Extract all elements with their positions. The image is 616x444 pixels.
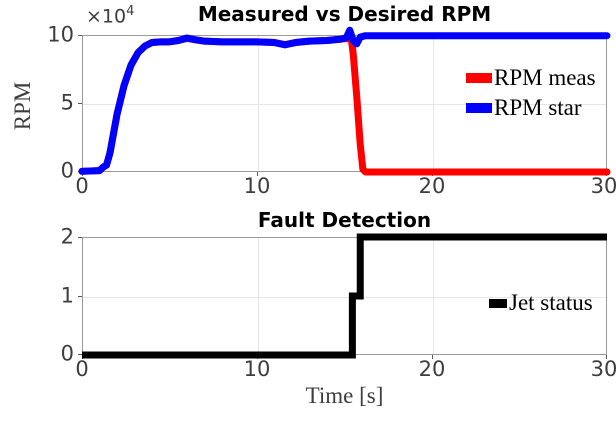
x-axis-label-time: Time [s] <box>305 383 384 408</box>
series-rpm-star <box>78 26 611 175</box>
legend-fault: Jet status <box>489 288 593 318</box>
fault-detection-title: Fault Detection <box>257 208 432 232</box>
legend-label-jet-status: Jet status <box>509 290 593 315</box>
ytick-0-fault <box>78 354 82 355</box>
ytick-2-fault <box>78 237 82 238</box>
legend-label-rpm-meas: RPM meas <box>494 65 596 90</box>
gridline-x-20-fault <box>433 238 434 354</box>
gridline-x-10-fault <box>258 238 259 354</box>
ytick-label-5: 5 <box>60 90 74 115</box>
xtick-20-fault <box>432 355 433 359</box>
ytick-1-fault <box>78 296 82 297</box>
ytick-5 <box>78 103 82 104</box>
xtick-label-10: 10 <box>243 174 271 198</box>
xtick-label-0-fault: 0 <box>75 357 89 381</box>
y-axis-exponent-power: 4 <box>126 4 135 19</box>
xtick-label-20: 20 <box>418 174 446 198</box>
gridline-y-1 <box>83 297 606 298</box>
legend-item-rpm-star[interactable]: RPM star <box>466 93 596 123</box>
legend-rpm: RPM meas RPM star <box>466 63 596 123</box>
plot-area-fault <box>82 237 607 355</box>
xtick-10 <box>257 172 258 176</box>
ytick-label-1-fault: 1 <box>60 283 74 308</box>
ytick-label-10: 10 <box>47 22 74 47</box>
legend-item-rpm-meas[interactable]: RPM meas <box>466 63 596 93</box>
xtick-label-10-fault: 10 <box>243 357 271 381</box>
xtick-label-30: 30 <box>590 174 616 198</box>
gridline-x-20 <box>433 36 434 171</box>
gridline-x-10 <box>258 36 259 171</box>
xtick-30-fault <box>606 355 607 359</box>
legend-swatch-rpm-star <box>466 103 492 113</box>
legend-label-rpm-star: RPM star <box>494 95 582 120</box>
xtick-label-20-fault: 20 <box>418 357 446 381</box>
ytick-10 <box>78 35 82 36</box>
series-jet-status <box>82 233 607 359</box>
ytick-label-0-fault: 0 <box>60 341 74 366</box>
y-axis-exponent-label: ×104 <box>86 4 135 28</box>
page-title: Measured vs Desired RPM <box>197 2 492 26</box>
ytick-label-0: 0 <box>60 158 74 183</box>
xtick-label-30-fault: 30 <box>590 357 616 381</box>
legend-swatch-rpm-meas <box>466 73 492 83</box>
xtick-label-0: 0 <box>75 174 89 198</box>
legend-item-jet-status[interactable]: Jet status <box>489 288 593 318</box>
ytick-label-2-fault: 2 <box>60 224 74 249</box>
legend-swatch-jet-status <box>489 298 507 308</box>
plot-area-rpm <box>82 35 607 172</box>
gridline-y-5 <box>83 104 606 105</box>
